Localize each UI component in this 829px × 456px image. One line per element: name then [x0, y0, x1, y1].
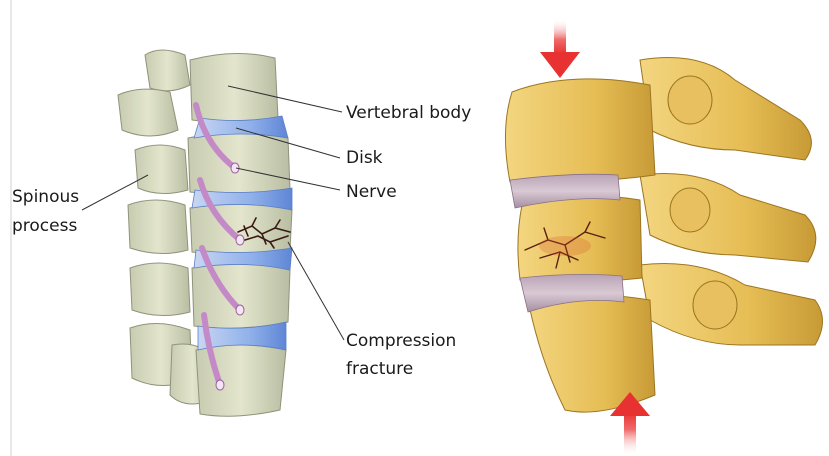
label-spinous-process-line2: process	[12, 216, 77, 236]
label-spinous-process-line1: Spinous	[12, 187, 79, 207]
label-vertebral-body: Vertebral body	[346, 103, 471, 123]
label-compression-fracture-line1: Compression	[346, 331, 456, 351]
down-arrow-icon	[540, 18, 580, 78]
label-disk: Disk	[346, 148, 383, 168]
right-spine-illustration	[505, 18, 822, 456]
label-nerve: Nerve	[346, 182, 397, 202]
fracture-bruise	[539, 236, 591, 256]
label-compression-fracture-line2: fracture	[346, 359, 413, 379]
left-spine-illustration	[118, 50, 292, 416]
